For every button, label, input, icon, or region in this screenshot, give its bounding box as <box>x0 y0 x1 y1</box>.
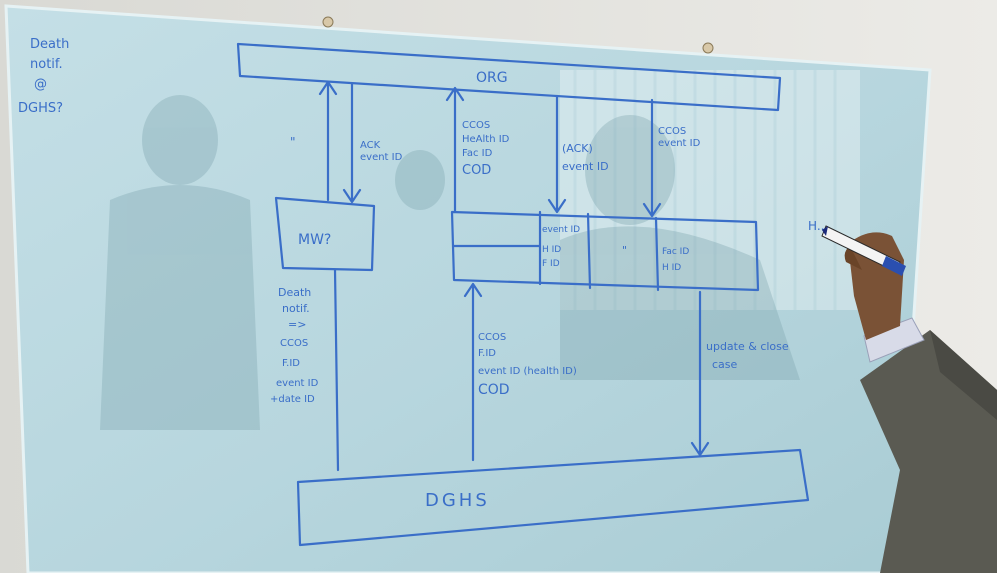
arrow-up-to-org <box>318 80 338 202</box>
mount-pin <box>702 42 714 54</box>
ccos-right-line2: event ID <box>658 138 701 149</box>
people-reflection <box>100 95 800 430</box>
table-box <box>450 210 760 292</box>
table-cell-f-id: F ID <box>542 259 560 269</box>
ack-event-line2: event ID <box>562 160 609 173</box>
dghs-box <box>296 448 810 547</box>
ccos-bottom-line4: COD <box>478 382 510 398</box>
mw-label: MW? <box>298 232 331 248</box>
ccos-bottom-line3: event ID (health ID) <box>478 366 577 377</box>
arrow-down-to-mw <box>342 82 362 204</box>
org-label: ORG <box>476 70 508 86</box>
ccos-bottom-line2: F.ID <box>478 348 496 359</box>
arrow-down-to-dghs <box>690 290 710 457</box>
ccos-up-line2: HeAlth ID <box>462 134 510 145</box>
arrow-down-right <box>642 98 662 218</box>
ack-event-line1: (ACK) <box>562 142 593 155</box>
table-cell-fac-id: Fac ID <box>662 247 689 257</box>
ccos-right-line1: CCOS <box>658 126 686 137</box>
ack-note-line2: event ID <box>360 152 403 163</box>
left-up-mark: " <box>290 135 296 149</box>
mount-pin <box>322 16 334 28</box>
death-notif-line1: Death <box>278 286 311 299</box>
arrow-down-ack <box>547 94 567 214</box>
death-notif-line7: +date ID <box>270 394 315 405</box>
death-notif-line3: => <box>288 318 306 331</box>
mw-box <box>274 196 376 272</box>
update-note-line2: case <box>712 358 738 371</box>
death-notif-line5: F.ID <box>282 358 300 369</box>
line-mw-to-dghs <box>333 268 340 472</box>
ccos-bottom-line1: CCOS <box>478 332 506 343</box>
ack-note-line1: ACK <box>360 140 381 151</box>
table-divider <box>452 210 660 292</box>
dghs-label: DGHS <box>425 490 490 511</box>
table-cell-h-id: H ID <box>542 245 561 255</box>
ccos-up-line4: COD <box>462 163 491 178</box>
blinds-reflection <box>560 70 860 310</box>
corner-note-line4: DGHS? <box>18 101 63 116</box>
death-notif-line2: notif. <box>282 302 310 315</box>
table-cell-event-id: event ID <box>542 225 580 235</box>
corner-note-line3: @ <box>34 77 47 92</box>
org-box <box>236 42 782 112</box>
update-note-line1: update & close <box>706 340 789 353</box>
ccos-up-line1: CCOS <box>462 120 490 131</box>
death-notif-line4: CCOS <box>280 338 308 349</box>
corner-note-line1: Death <box>30 37 69 52</box>
marker-pen <box>821 225 906 276</box>
ccos-up-line3: Fac ID <box>462 148 493 159</box>
table-cell-h-id-2: H ID <box>662 263 681 273</box>
table-cell-ditto: " <box>622 244 627 257</box>
arrow-up-from-dghs <box>463 282 483 462</box>
arrow-up-ccos <box>445 86 465 214</box>
corner-note-line2: notif. <box>30 57 63 72</box>
death-notif-line6: event ID <box>276 378 319 389</box>
